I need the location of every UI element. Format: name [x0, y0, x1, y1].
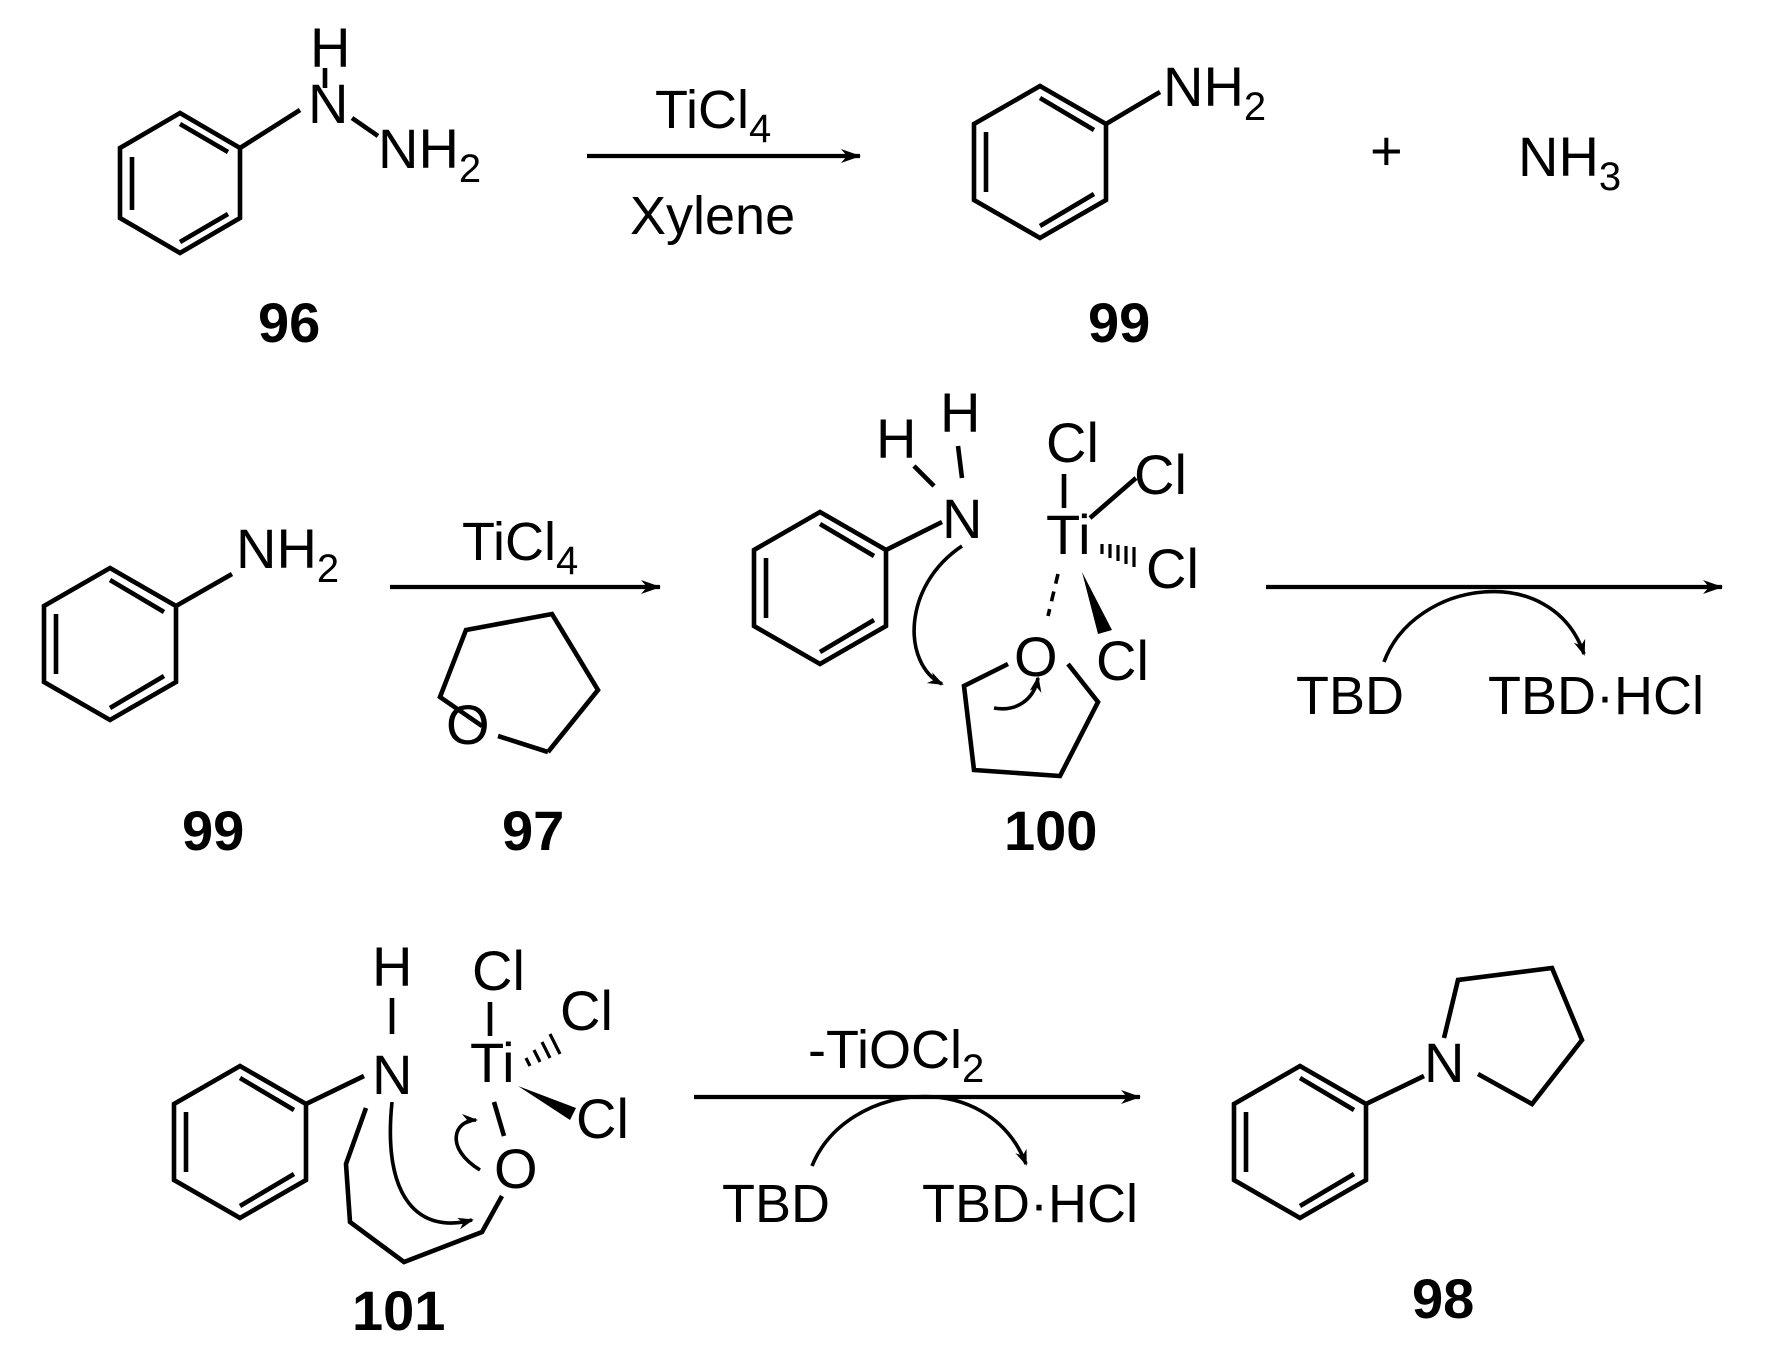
tbd-hcl-label-1: TBD·HCl: [1488, 666, 1704, 726]
xylene-solvent: Xylene: [630, 186, 795, 246]
compound-label-101: 101: [352, 1279, 445, 1342]
h-atom-top: H: [940, 381, 980, 444]
ti-atom: Ti: [470, 1031, 515, 1094]
ring-to-n-bond: [884, 519, 944, 553]
benzene-ring: [41, 565, 179, 723]
h-atom-left: H: [876, 407, 916, 470]
hashed-wedge-bond: [1100, 544, 1136, 567]
compound-label-99-top: 99: [1088, 291, 1150, 354]
inner-double-bonds: [53, 578, 166, 710]
benzene-ring: [117, 110, 243, 256]
cl-atom-right: Cl: [576, 1087, 629, 1150]
n-phenylpyrrolidine-structure: N: [1231, 965, 1585, 1221]
thf-oxygen-atom: O: [1014, 625, 1058, 688]
phenylhydrazine-structure: H N NH2: [117, 16, 481, 256]
cl-atom-upper-right: Cl: [560, 979, 613, 1042]
ammonia-label: NH3: [1518, 125, 1621, 199]
inner-double-bonds: [1243, 1076, 1356, 1208]
solid-wedge-bond: [518, 1086, 576, 1120]
pyrrolidine-ring: [1441, 965, 1585, 1107]
tbd-label-1: TBD: [1296, 666, 1404, 726]
ticl4-reagent-1: TiCl4: [655, 80, 771, 151]
inner-double-bonds: [129, 122, 230, 244]
ti-o-cleavage-arrow: [454, 1114, 481, 1172]
bond-cleavage-arrow: [993, 676, 1042, 711]
intermediate-100-structure: H H N Cl Cl Ti Cl Cl O: [751, 381, 1199, 779]
thf-ring: [961, 661, 1101, 779]
pyrrolidine-n-atom: N: [1424, 1031, 1464, 1094]
aniline-structure-2: NH2: [41, 517, 339, 723]
compound-label-99-middle: 99: [182, 799, 244, 862]
hydrazine-h-atom: H: [310, 16, 350, 79]
ring-to-n-bond: [1104, 90, 1162, 126]
hydrazine-nh2-label: NH2: [378, 117, 481, 191]
aniline-nh2-label: NH2: [1163, 55, 1266, 129]
plus-sign: +: [1370, 119, 1403, 182]
tbd-scavenge-arrow-1: [1382, 589, 1586, 663]
inner-double-bonds: [763, 522, 876, 654]
cl-atom-top: Cl: [1046, 411, 1099, 474]
thf-oxygen-atom: O: [446, 693, 490, 756]
aniline-nh2-label: NH2: [236, 517, 339, 591]
aniline-structure-1: NH2: [971, 55, 1266, 241]
cl-atom-upper-right: Cl: [1134, 443, 1187, 506]
ti-o-dashed-bond: [1046, 573, 1060, 617]
benzene-ring: [171, 1063, 309, 1221]
amine-n-atom: N: [372, 1043, 412, 1106]
inner-double-bonds: [183, 1076, 296, 1208]
compound-label-98: 98: [1412, 1267, 1474, 1330]
benzene-ring: [971, 83, 1109, 241]
compound-label-96: 96: [258, 291, 320, 354]
ring-to-n-bond: [174, 572, 234, 608]
hashed-wedge-bond: [524, 1033, 562, 1067]
h-atom: H: [372, 935, 412, 998]
amine-n-atom: N: [942, 487, 982, 550]
compound-label-100: 100: [1004, 799, 1097, 862]
ti-o-bond: [491, 1101, 507, 1137]
thf-structure: O: [437, 611, 601, 756]
ring-to-n-bond: [1365, 1073, 1425, 1107]
nucleophilic-attack-arrow: [912, 544, 963, 686]
ring-closure-arrow: [388, 1101, 474, 1230]
ring-to-n-bond: [305, 1073, 365, 1107]
n-n-bond: [350, 116, 380, 138]
benzene-ring: [1231, 1063, 1369, 1221]
cl-atom-top: Cl: [472, 939, 525, 1002]
ether-oxygen-atom: O: [494, 1137, 538, 1200]
ring-to-n-bond: [238, 108, 302, 150]
tbd-label-2: TBD: [722, 1174, 830, 1234]
cl-atom-right: Cl: [1146, 537, 1199, 600]
hydrazine-n-atom: N: [308, 72, 348, 135]
n-h-bond-top: [955, 445, 965, 479]
butyl-chain: [343, 1107, 505, 1265]
cl-atom-bottom: Cl: [1096, 629, 1149, 692]
ti-cl-bond-upper-right: [1088, 476, 1138, 520]
ti-atom: Ti: [1046, 503, 1091, 566]
compound-label-97: 97: [502, 799, 564, 862]
n-h-bond-left: [912, 464, 936, 488]
intermediate-101-structure: H N Cl Cl Ti Cl O: [171, 935, 629, 1265]
tbd-hcl-label-2: TBD·HCl: [922, 1174, 1138, 1234]
thf-ring: [437, 611, 601, 754]
benzene-ring: [751, 509, 889, 667]
ticl4-reagent-2: TiCl4: [462, 512, 578, 583]
tiocl2-byproduct: -TiOCl2: [808, 1020, 984, 1091]
solid-wedge-bond: [1082, 572, 1112, 634]
thf-c-o-bond: [497, 733, 549, 755]
tbd-scavenge-arrow-2: [810, 1094, 1028, 1167]
inner-double-bonds: [983, 96, 1096, 228]
